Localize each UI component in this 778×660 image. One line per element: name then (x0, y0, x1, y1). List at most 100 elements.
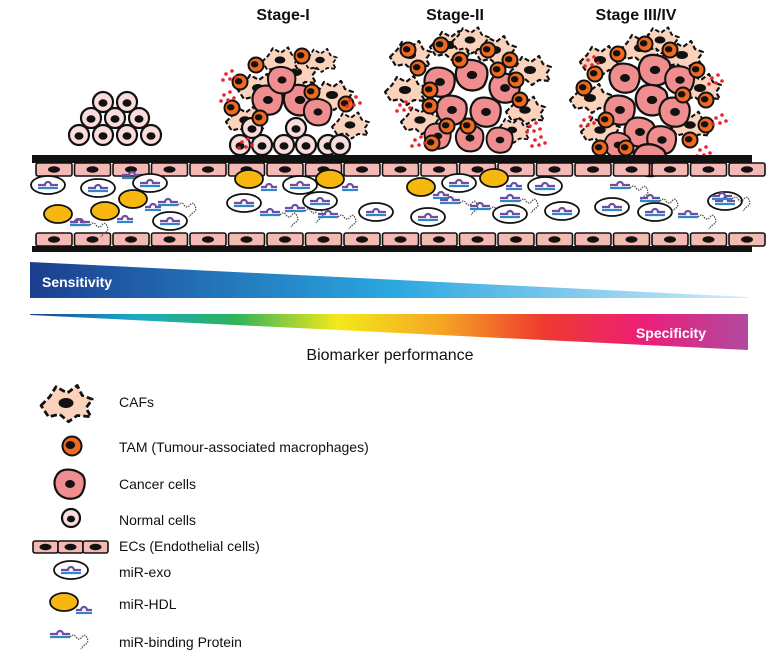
tam-cell (303, 83, 321, 101)
tam-cell (609, 45, 627, 63)
stage-3-4-label: Stage III/IV (596, 7, 677, 24)
endothelial-cell (535, 232, 574, 247)
endothelial-cell (73, 232, 112, 247)
exosome-dots (583, 55, 600, 68)
endothelial-cell (150, 232, 189, 247)
stage-1-label: Stage-I (256, 7, 309, 24)
endothelial-cell (574, 232, 612, 247)
mir-binding-protein (610, 180, 649, 201)
mir-exo (302, 191, 338, 211)
tam-cell (661, 41, 679, 59)
mir-hdl (479, 168, 522, 191)
exosome-dots (219, 90, 236, 103)
tam-cell (636, 35, 654, 53)
tam-cell (507, 71, 525, 89)
normal-cell (91, 90, 115, 114)
normal-cell (60, 507, 82, 529)
stage-3-4-tumour (568, 26, 728, 178)
endothelial-cell (612, 162, 651, 177)
endothelial-cell (35, 232, 73, 247)
mir-hdl (43, 204, 86, 227)
mir-exo (30, 175, 66, 195)
mir-binding-protein (440, 195, 479, 216)
tam-cell (681, 131, 699, 149)
endothelial-cell (381, 162, 420, 177)
blood-vessel (32, 155, 766, 252)
endothelial-cell (343, 162, 381, 177)
endothelial-cell (266, 162, 304, 177)
endothelial-cell (343, 232, 381, 247)
legend-label-mir-exo: miR-exo (119, 564, 172, 580)
mir-hdl (406, 177, 449, 200)
endothelial-cell (35, 162, 73, 177)
exosome-dots (221, 69, 238, 82)
exosome-dots (579, 115, 596, 128)
stage-1-tumour (219, 46, 370, 157)
mir-binding-protein (318, 209, 357, 230)
endothelial-cell (189, 232, 227, 247)
endothelial-cell (304, 232, 343, 247)
normal-cell (127, 106, 151, 130)
endothelial-cell (689, 232, 728, 247)
endothelial-cell (651, 232, 689, 247)
tumour-clusters (67, 26, 728, 178)
endothelial-cell (112, 232, 150, 247)
biomarker-performance-caption: Biomarker performance (306, 347, 473, 364)
endothelial-cell (574, 162, 612, 177)
endothelial-cell (82, 540, 109, 554)
endothelial-cell (189, 162, 227, 177)
normal-cell (91, 123, 115, 147)
tam-cell (399, 41, 417, 59)
tam-cell (409, 59, 427, 77)
mir-exo (132, 173, 168, 193)
mir-hdl (49, 592, 92, 615)
legend-label-cafs: CAFs (119, 394, 154, 410)
specificity-label: Specificity (636, 325, 706, 341)
mir-exo (410, 207, 446, 227)
exosome-dots (345, 95, 362, 108)
caf-cell (451, 26, 490, 55)
caf-cell (303, 47, 338, 73)
endothelial-cell (689, 162, 728, 177)
tam-cell (511, 91, 529, 109)
normal-cell (115, 123, 139, 147)
tam-cell (223, 99, 241, 117)
endothelial-cell (728, 162, 766, 177)
mir-hdl (234, 169, 277, 192)
endothelial-cell (420, 162, 458, 177)
tam-cell (479, 41, 497, 59)
specificity-bar (30, 314, 748, 350)
mir-exo (637, 202, 673, 222)
tam-cell (597, 111, 615, 129)
mir-binding-protein (678, 209, 717, 230)
mir-binding-protein (260, 207, 299, 228)
exosome-dots (525, 121, 542, 134)
endothelial-cell (57, 540, 84, 554)
normal-cell (103, 106, 127, 130)
tam-cell (489, 61, 507, 79)
mir-exo (492, 204, 528, 224)
mir-hdl (315, 169, 358, 192)
mir-exo (527, 176, 563, 196)
mir-hdl (90, 201, 133, 224)
tam-cell (501, 51, 519, 69)
endothelial-cell (32, 540, 59, 554)
endothelial-cell (266, 232, 304, 247)
tam-cell (674, 86, 692, 104)
mir-exo (594, 197, 630, 217)
tam-cell (438, 117, 456, 135)
legend-label-mir-hdl: miR-HDL (119, 596, 177, 612)
legend-label-normal-cells: Normal cells (119, 512, 197, 528)
mir-binding-protein (500, 193, 539, 214)
exosome-dots (530, 135, 547, 148)
mir-binding-protein (640, 193, 679, 214)
exosome-dots (711, 113, 728, 126)
normal-cell (139, 123, 163, 147)
tam-cell (423, 134, 441, 152)
mir-exo (544, 201, 580, 221)
stage-2-tumour (383, 26, 553, 154)
legend-label-ecs: ECs (Endothelial cells) (119, 538, 260, 554)
tam-cell (251, 109, 269, 127)
sensitivity-label: Sensitivity (42, 274, 112, 290)
